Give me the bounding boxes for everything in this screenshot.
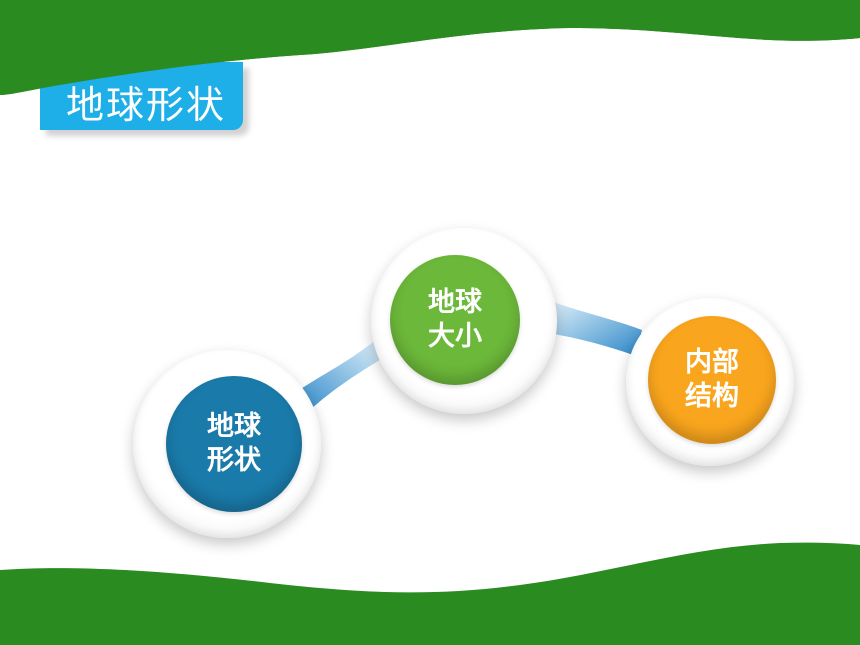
node-earth-shape-line1: 地球 xyxy=(207,411,261,442)
bottom-green-wave xyxy=(0,542,860,645)
node-inner-structure-line2: 结构 xyxy=(685,381,739,412)
page-title: 地球形状 xyxy=(66,83,227,127)
connector-shape-size xyxy=(292,338,383,410)
node-inner-structure-line1: 内部 xyxy=(685,347,739,378)
node-earth-shape-line2: 形状 xyxy=(207,445,261,476)
node-earth-size-line2: 大小 xyxy=(428,321,482,352)
node-earth-size[interactable]: 地球 大小 xyxy=(390,255,520,385)
node-inner-structure[interactable]: 内部 结构 xyxy=(648,316,776,444)
connector-size-structure xyxy=(548,300,642,356)
top-green-wave-overlay xyxy=(0,0,860,95)
node-earth-size-line1: 地球 xyxy=(428,287,482,318)
node-earth-shape[interactable]: 地球 形状 xyxy=(166,376,302,512)
